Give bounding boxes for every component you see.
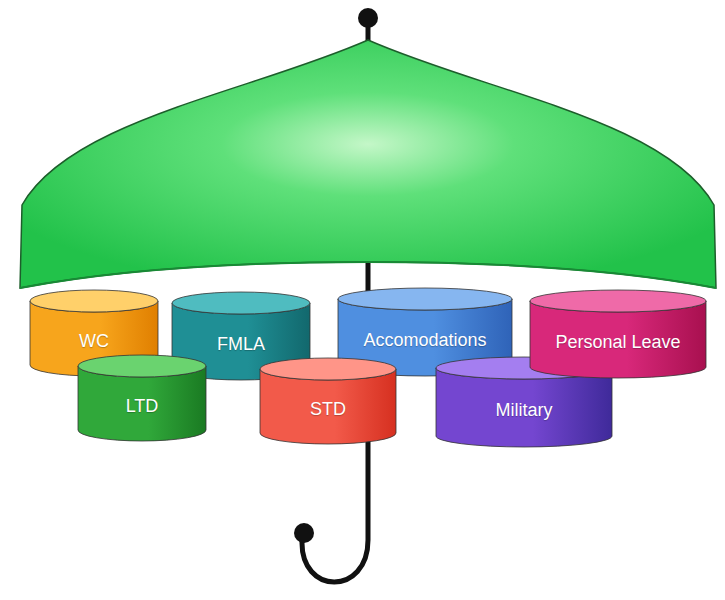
node-label: Military bbox=[496, 400, 553, 422]
node-label: LTD bbox=[126, 396, 159, 418]
cylinder-top bbox=[338, 288, 512, 310]
node-label: STD bbox=[310, 399, 346, 421]
umbrella-canopy bbox=[20, 40, 716, 288]
cylinder-top bbox=[30, 290, 158, 312]
tip-knob bbox=[358, 8, 378, 28]
node-label: Accomodations bbox=[363, 330, 486, 352]
cylinder-body bbox=[530, 301, 706, 378]
text-holder: STD bbox=[260, 358, 396, 444]
cylinder-top bbox=[78, 355, 206, 377]
text-holder: Personal Leave bbox=[530, 290, 706, 378]
cylinder-box: Personal Leave bbox=[530, 290, 706, 378]
text-holder: LTD bbox=[78, 355, 206, 441]
cylinder-top bbox=[530, 290, 706, 312]
canopy-rim bbox=[20, 262, 716, 288]
cylinder-body bbox=[436, 368, 612, 447]
cylinder-top bbox=[260, 358, 396, 380]
cylinder-top bbox=[436, 357, 612, 379]
node-label: Personal Leave bbox=[555, 332, 680, 354]
node-label: WC bbox=[79, 331, 109, 353]
node-label: FMLA bbox=[217, 334, 265, 356]
cylinder-box: LTD bbox=[78, 355, 206, 441]
cylinder-top bbox=[172, 292, 310, 314]
handle-knob bbox=[294, 523, 314, 543]
cylinder-box: STD bbox=[260, 358, 396, 444]
